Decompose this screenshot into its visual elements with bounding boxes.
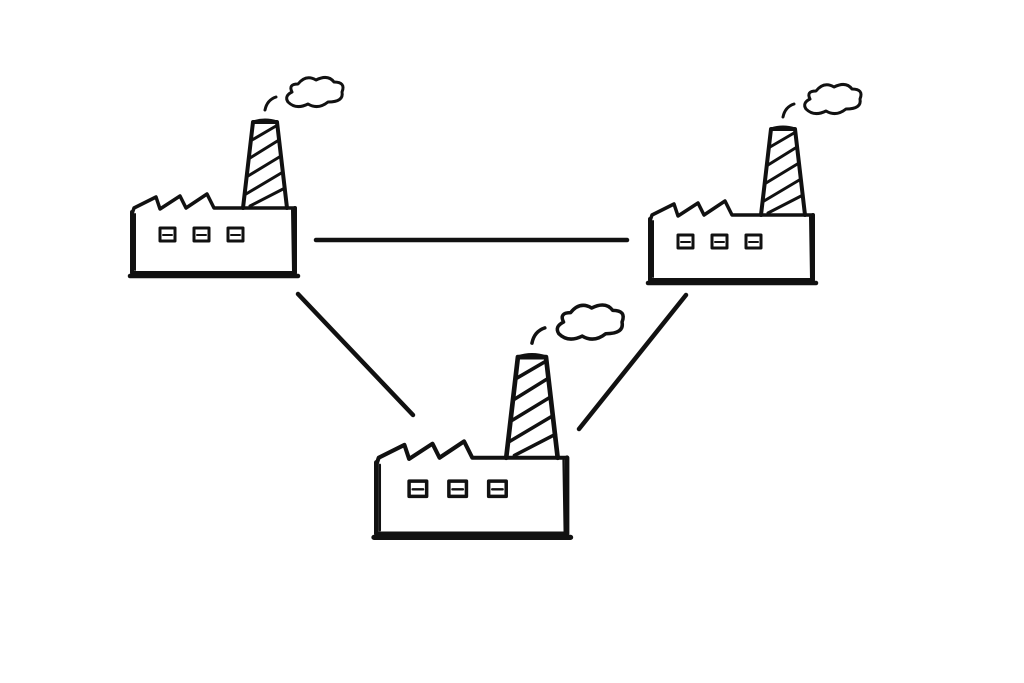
connections: [295, 237, 689, 432]
connection-right-bottom: [576, 292, 689, 432]
connection-left-bottom: [295, 291, 416, 418]
factory-right-icon: [648, 84, 861, 283]
factory-left-icon: [130, 77, 343, 276]
